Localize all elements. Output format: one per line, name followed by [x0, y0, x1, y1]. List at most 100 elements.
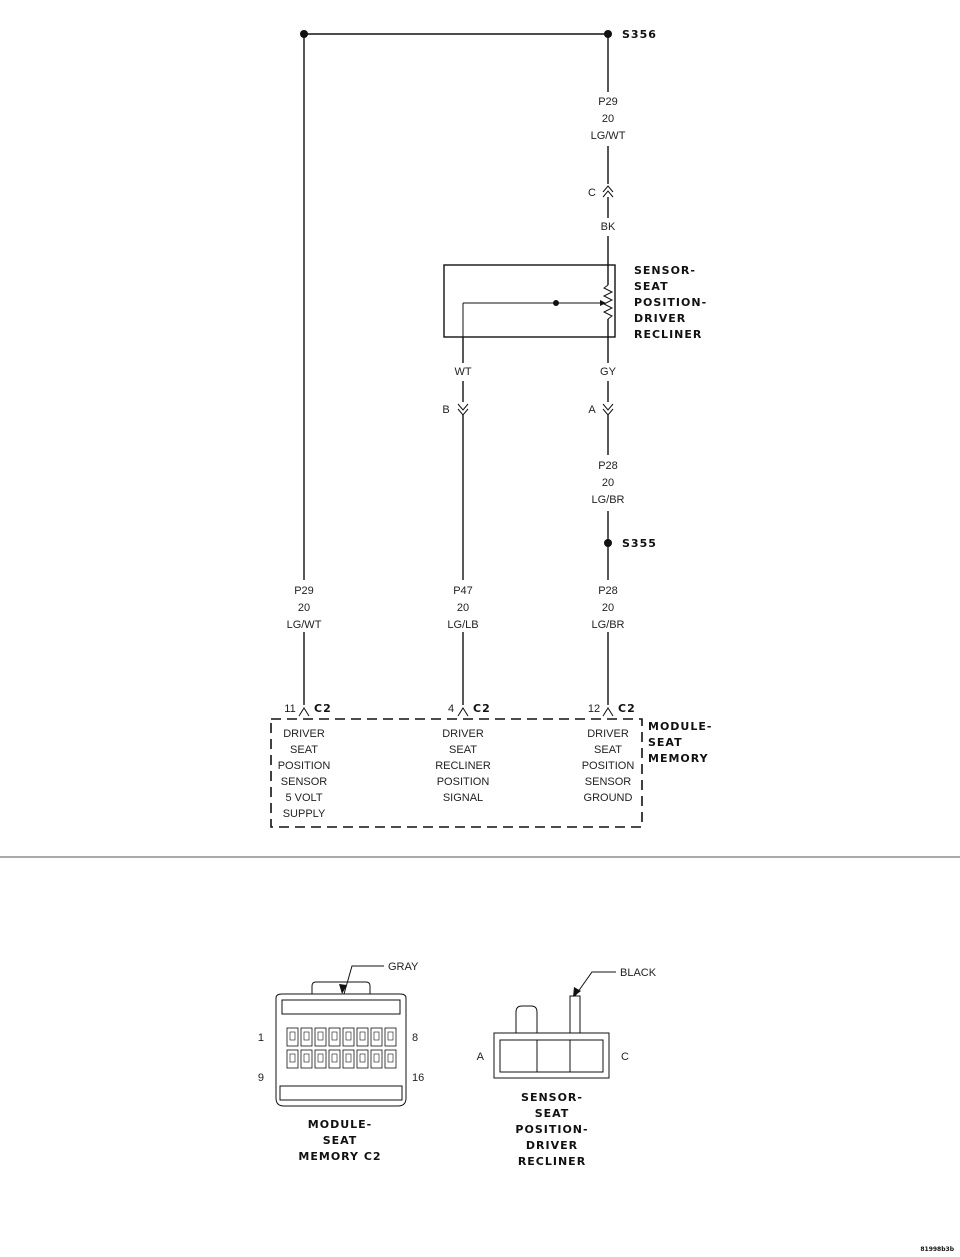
module-pin-9-label: 9 — [258, 1072, 264, 1084]
connector-pin-grid — [286, 1027, 397, 1069]
connector-cavity — [356, 1027, 369, 1047]
connector-cavity — [370, 1049, 383, 1069]
sensor-pin-c-label: C — [621, 1051, 629, 1063]
svg-text:DRIVER: DRIVER — [634, 312, 686, 325]
sensor-connector-color: BLACK — [620, 967, 657, 979]
wire-right-mid-gauge: 20 — [602, 477, 614, 489]
wire-left-bottom-gauge: 20 — [298, 602, 310, 614]
svg-text:POSITION: POSITION — [437, 776, 490, 788]
splice-s356-label: S356 — [622, 28, 657, 41]
wire-right-bottom-gauge: 20 — [602, 602, 614, 614]
wire-right-mid-circuit: P28 — [598, 460, 618, 472]
wire-right-bottom-circuit: P28 — [598, 585, 618, 597]
svg-text:POSITION: POSITION — [582, 760, 635, 772]
pin-4-description: DRIVER SEAT RECLINER POSITION SIGNAL — [435, 728, 491, 804]
wire-wt-label: WT — [454, 366, 471, 378]
connector-c-symbol — [602, 185, 614, 198]
connector-cavity — [384, 1049, 397, 1069]
connector-c-label: C — [588, 187, 596, 199]
module-pin-terminal-4 — [457, 707, 469, 717]
svg-text:DRIVER: DRIVER — [526, 1139, 578, 1152]
connector-cavity — [342, 1027, 355, 1047]
svg-text:5 VOLT: 5 VOLT — [285, 792, 322, 804]
svg-text:SEAT: SEAT — [535, 1107, 570, 1120]
sensor-title: SENSOR- SEAT POSITION- DRIVER RECLINER — [634, 264, 707, 341]
svg-text:SEAT: SEAT — [634, 280, 669, 293]
splice-s355-dot — [604, 539, 612, 547]
svg-text:SEAT: SEAT — [449, 744, 477, 756]
wire-top-color: LG/WT — [591, 130, 626, 142]
connector-cavity — [300, 1027, 313, 1047]
connector-terminal — [331, 1031, 338, 1041]
svg-text:MODULE-: MODULE- — [648, 720, 712, 733]
module-title: MODULE- SEAT MEMORY — [648, 720, 712, 765]
svg-text:SENSOR-: SENSOR- — [521, 1091, 583, 1104]
wire-gy-label: GY — [600, 366, 617, 378]
connector-terminal — [373, 1031, 380, 1041]
svg-text:GROUND: GROUND — [584, 792, 633, 804]
top-horizontal-wire — [300, 30, 612, 38]
module-pin-terminal-12 — [602, 707, 614, 717]
svg-text:POSITION-: POSITION- — [634, 296, 707, 309]
connector-terminal — [303, 1053, 310, 1063]
pin-4-number: 4 — [448, 703, 454, 715]
sensor-pin-a-label: A — [477, 1051, 485, 1063]
svg-text:DRIVER: DRIVER — [442, 728, 484, 740]
connector-a-label: A — [588, 404, 596, 416]
connector-a-symbol — [602, 403, 614, 416]
svg-text:RECLINER: RECLINER — [634, 328, 702, 341]
pin-12-description: DRIVER SEAT POSITION SENSOR GROUND — [582, 728, 635, 804]
svg-text:SIGNAL: SIGNAL — [443, 792, 483, 804]
connector-terminal — [359, 1031, 366, 1041]
connector-terminal — [289, 1053, 296, 1063]
svg-text:MEMORY C2: MEMORY C2 — [298, 1150, 381, 1163]
wire-left-bottom-color: LG/WT — [287, 619, 322, 631]
connector-cavity — [342, 1049, 355, 1069]
sensor-connector-view — [493, 995, 610, 1079]
potentiometer-wiper — [462, 300, 606, 337]
svg-text:RECLINER: RECLINER — [518, 1155, 586, 1168]
module-connector-caption: MODULE- SEAT MEMORY C2 — [298, 1118, 381, 1163]
connector-terminal — [317, 1053, 324, 1063]
svg-text:SEAT: SEAT — [290, 744, 318, 756]
svg-text:RECLINER: RECLINER — [435, 760, 491, 772]
connector-cavity — [356, 1049, 369, 1069]
pin-11-conn: C2 — [314, 702, 332, 715]
connector-cavity — [286, 1049, 299, 1069]
pin-4-conn: C2 — [473, 702, 491, 715]
pin-12-number: 12 — [588, 703, 600, 715]
potentiometer-resistor-icon — [602, 284, 614, 320]
connector-terminal — [345, 1031, 352, 1041]
figure-id: 81998b3b — [920, 1246, 954, 1253]
sensor-box — [443, 264, 616, 338]
connector-cavity — [286, 1027, 299, 1047]
wire-top-circuit: P29 — [598, 96, 618, 108]
svg-text:MEMORY: MEMORY — [648, 752, 709, 765]
svg-text:SEAT: SEAT — [323, 1134, 358, 1147]
svg-text:SENSOR: SENSOR — [281, 776, 328, 788]
module-box — [270, 718, 643, 828]
svg-text:SENSOR: SENSOR — [585, 776, 632, 788]
svg-text:SUPPLY: SUPPLY — [283, 808, 326, 820]
module-connector-color: GRAY — [388, 961, 419, 973]
connector-cavity — [314, 1027, 327, 1047]
wire-center-bottom-color: LG/LB — [447, 619, 478, 631]
sensor-connector-caption: SENSOR- SEAT POSITION- DRIVER RECLINER — [515, 1091, 587, 1168]
connector-terminal — [373, 1053, 380, 1063]
module-pin-terminal-11 — [298, 707, 310, 717]
module-pin-16-label: 16 — [412, 1072, 424, 1084]
connector-terminal — [303, 1031, 310, 1041]
pin-11-description: DRIVER SEAT POSITION SENSOR 5 VOLT SUPPL… — [278, 728, 331, 820]
svg-text:DRIVER: DRIVER — [587, 728, 629, 740]
connector-cavity — [328, 1049, 341, 1069]
svg-text:SEAT: SEAT — [648, 736, 683, 749]
svg-text:MODULE-: MODULE- — [308, 1118, 372, 1131]
wire-left-bottom-circuit: P29 — [294, 585, 314, 597]
connector-terminal — [387, 1031, 394, 1041]
splice-s355-label: S355 — [622, 537, 657, 550]
connector-cavity — [328, 1027, 341, 1047]
wire-center-bottom-gauge: 20 — [457, 602, 469, 614]
connector-cavity — [314, 1049, 327, 1069]
connector-cavity — [384, 1027, 397, 1047]
